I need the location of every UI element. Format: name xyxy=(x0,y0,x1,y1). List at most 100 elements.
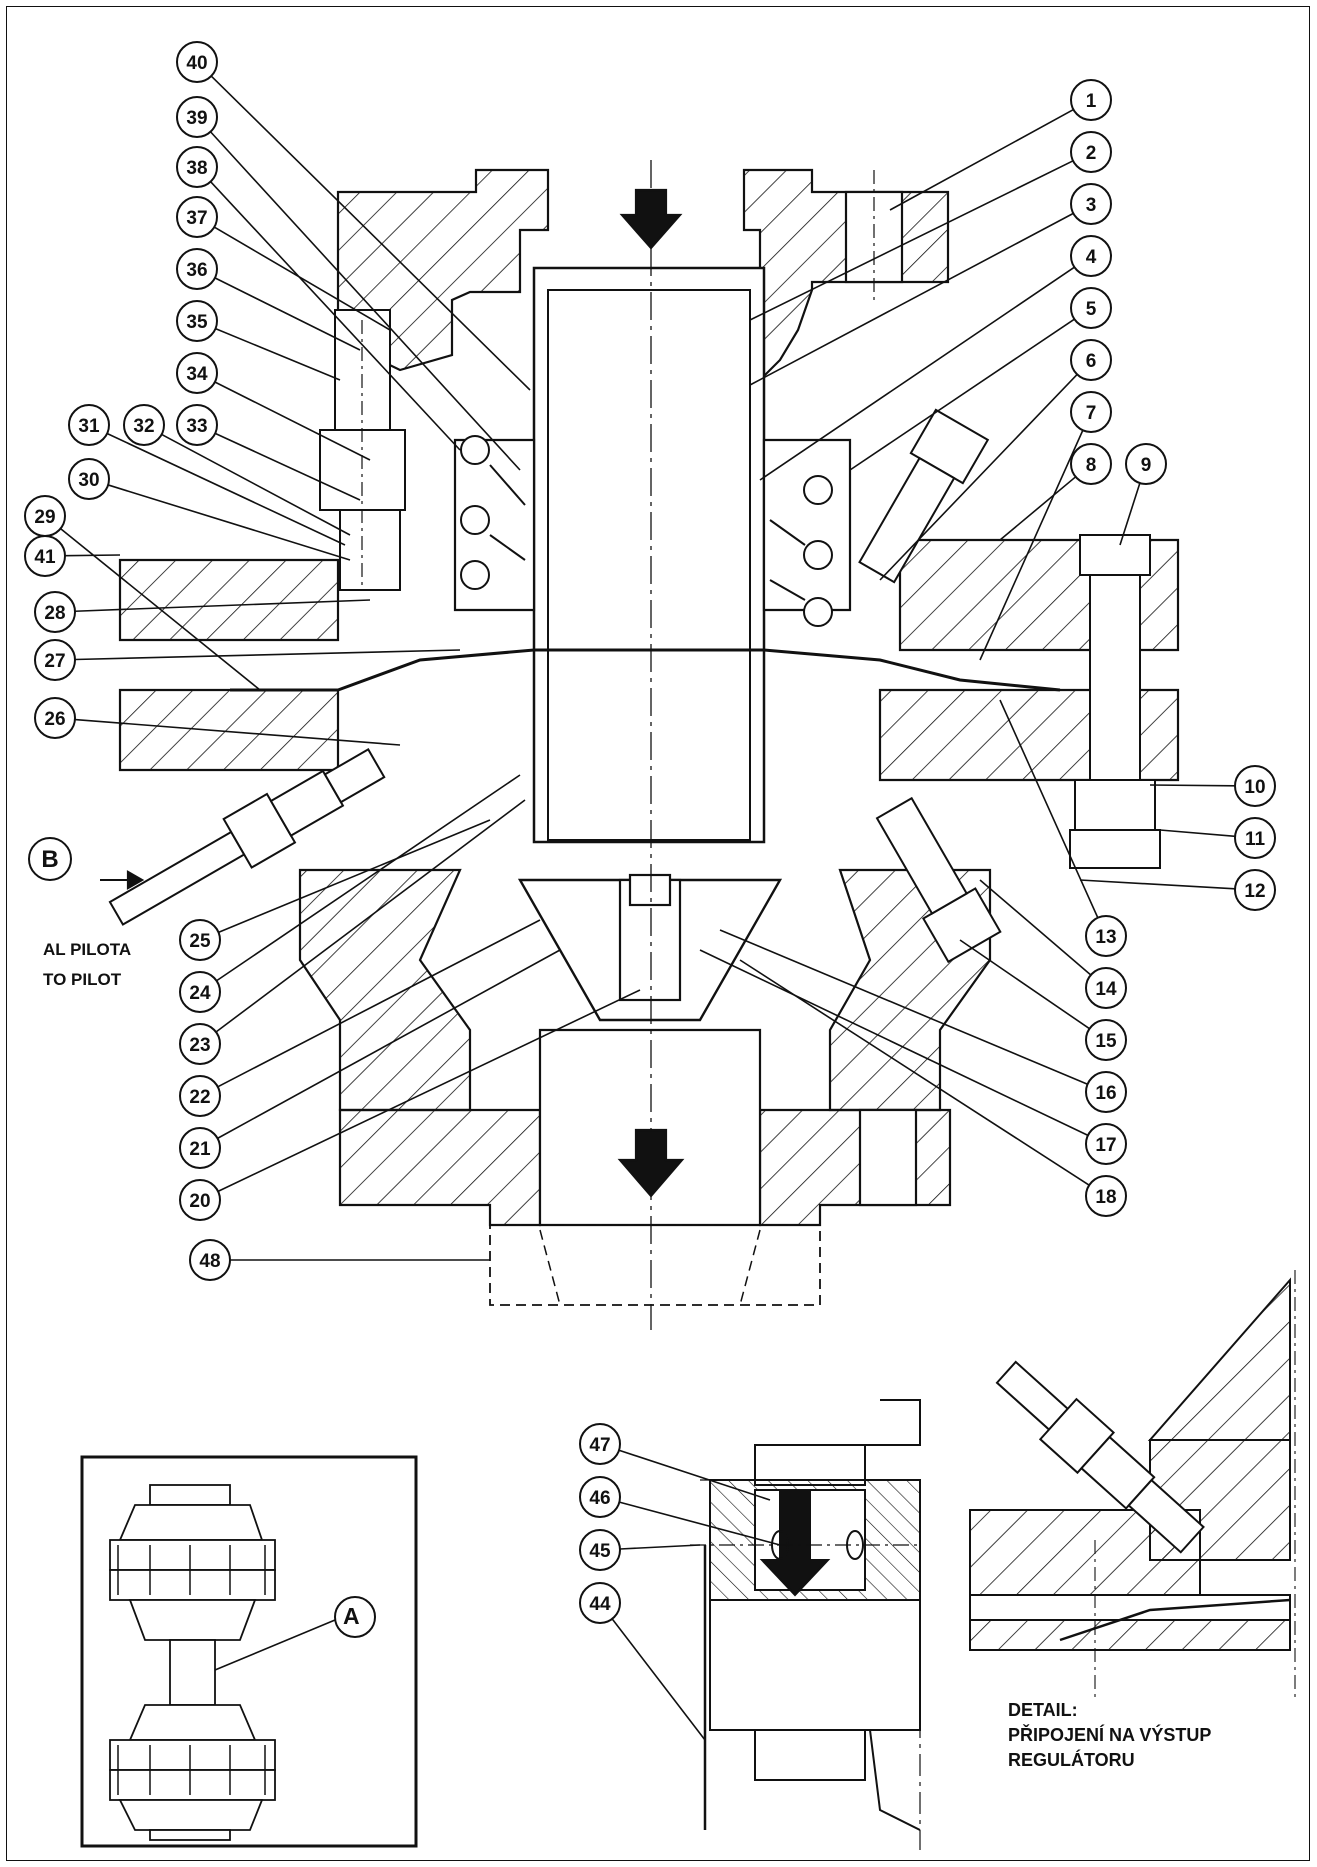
callout-circle-37 xyxy=(176,196,218,238)
callout-circle-22 xyxy=(179,1075,221,1117)
callout-number-22: 22 xyxy=(189,1087,210,1108)
callout-20: 20 xyxy=(179,989,641,1221)
callout-number-47: 47 xyxy=(589,1435,610,1456)
callout-circle-8 xyxy=(1070,443,1112,485)
callout-leader-20 xyxy=(217,989,641,1193)
callout-leader-12 xyxy=(1079,879,1236,890)
callout-leader-8 xyxy=(999,476,1077,541)
callout-21: 21 xyxy=(179,949,561,1169)
outlet-connection-detail xyxy=(969,1270,1296,1700)
callout-circle-20 xyxy=(179,1179,221,1221)
callout-number-9: 9 xyxy=(1141,455,1152,476)
callout-leader-40 xyxy=(210,75,531,391)
pilot-pipe xyxy=(108,748,386,926)
callout-9: 9 xyxy=(1119,443,1167,546)
label-al-pilota: AL PILOTA xyxy=(43,940,132,959)
callout-number-39: 39 xyxy=(186,108,207,129)
callout-circle-18 xyxy=(1085,1175,1127,1217)
callout-circle-28 xyxy=(34,591,76,633)
callout-circle-32 xyxy=(123,404,165,446)
callout-circle-35 xyxy=(176,300,218,342)
callout-circle-38 xyxy=(176,146,218,188)
callout-leader-15 xyxy=(959,939,1090,1030)
callout-44: 44 xyxy=(579,1582,706,1741)
middle-flange-left-2 xyxy=(118,688,340,772)
callout-number-25: 25 xyxy=(189,931,211,952)
callout-36: 36 xyxy=(176,248,361,351)
callout-number-46: 46 xyxy=(589,1488,610,1509)
plug-nut xyxy=(628,873,672,907)
callout-10: 10 xyxy=(1149,765,1276,807)
callout-leader-9 xyxy=(1119,482,1141,546)
callout-leader-37 xyxy=(213,226,391,331)
callout-circle-45 xyxy=(579,1529,621,1571)
inset-overview xyxy=(80,1455,418,1848)
callout-leader-23 xyxy=(215,799,526,1033)
callout-number-45: 45 xyxy=(589,1541,611,1562)
callout-41: 41 xyxy=(24,535,121,577)
callout-33: 33 xyxy=(176,404,361,501)
drawing-frame xyxy=(6,6,1310,1861)
callout-circle-39 xyxy=(176,96,218,138)
callout-leader-27 xyxy=(74,649,461,661)
callout-leader-35 xyxy=(215,327,341,381)
callout-7: 7 xyxy=(979,391,1112,661)
callout-38: 38 xyxy=(176,146,461,451)
callout-circle-23 xyxy=(179,1023,221,1065)
callout-number-18: 18 xyxy=(1095,1187,1116,1208)
callout-leader-24 xyxy=(216,774,521,982)
callout-leader-28 xyxy=(74,599,371,613)
callout-leader-34 xyxy=(214,381,371,461)
callout-2: 2 xyxy=(749,131,1112,321)
callout-leader-26 xyxy=(74,718,401,746)
callout-13: 13 xyxy=(999,699,1127,957)
callout-number-26: 26 xyxy=(44,709,65,730)
callout-number-37: 37 xyxy=(186,208,207,229)
callout-number-36: 36 xyxy=(186,260,207,281)
callout-number-5: 5 xyxy=(1086,299,1097,320)
callout-leader-39 xyxy=(209,131,521,471)
callout-12: 12 xyxy=(1079,869,1276,911)
callout-circle-27 xyxy=(34,639,76,681)
callout-circle-44 xyxy=(579,1582,621,1624)
bolt-lower-right xyxy=(875,796,1002,964)
callout-circle-48 xyxy=(189,1239,231,1281)
callout-number-15: 15 xyxy=(1095,1031,1117,1052)
callout-leader-25 xyxy=(218,819,491,934)
callout-leader-4 xyxy=(759,266,1075,481)
callout-leader-45 xyxy=(619,1544,701,1550)
callout-number-2: 2 xyxy=(1086,143,1097,164)
callout-number-48: 48 xyxy=(199,1251,220,1272)
callout-leader-16 xyxy=(719,929,1088,1085)
callout-number-14: 14 xyxy=(1095,979,1117,1000)
callout-number-10: 10 xyxy=(1244,777,1265,798)
callout-15: 15 xyxy=(959,939,1127,1061)
callout-leader-41 xyxy=(64,554,121,557)
callout-16: 16 xyxy=(719,929,1127,1113)
diaphragm xyxy=(230,648,1061,692)
callout-circle-26 xyxy=(34,697,76,739)
callout-circle-47 xyxy=(579,1423,621,1465)
callout-40: 40 xyxy=(176,41,531,391)
callout-circle-7 xyxy=(1070,391,1112,433)
callout-number-28: 28 xyxy=(44,603,65,624)
bolt-9 xyxy=(1069,534,1161,869)
callout-circle-11 xyxy=(1234,817,1276,859)
callout-14: 14 xyxy=(979,879,1127,1009)
callout-circle-14 xyxy=(1085,967,1127,1009)
callout-circle-41 xyxy=(24,535,66,577)
callout-number-40: 40 xyxy=(186,53,207,74)
callout-circle-34 xyxy=(176,352,218,394)
callout-number-21: 21 xyxy=(189,1139,211,1160)
callout-leader-22 xyxy=(217,919,541,1088)
callout-number-7: 7 xyxy=(1086,403,1097,424)
callout-leader-32 xyxy=(161,433,351,536)
callout-number-34: 34 xyxy=(186,364,208,385)
outlet-flange xyxy=(338,1108,542,1227)
flow-arrow-bottom xyxy=(617,1128,685,1198)
outlet-throat xyxy=(538,1028,762,1227)
callout-leader-33 xyxy=(214,432,361,501)
callout-leader-18 xyxy=(739,959,1090,1186)
callout-circle-25 xyxy=(179,919,221,961)
